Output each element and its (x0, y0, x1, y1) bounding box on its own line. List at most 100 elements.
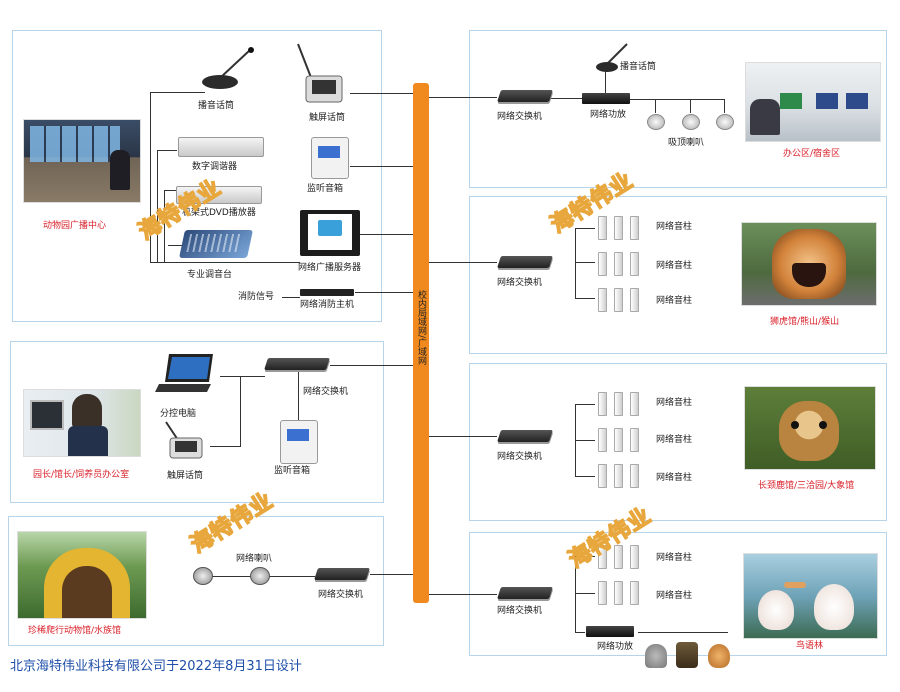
rare-zone-title: 珍稀爬行动物馆/水族馆 (28, 626, 122, 636)
dvd-player-icon (176, 186, 262, 204)
broadcast-server-icon (300, 210, 360, 256)
connector-line (168, 245, 182, 246)
sound-column-icon (598, 392, 607, 416)
zone1-mic-label: 播音话筒 (620, 62, 657, 72)
broadcast-server-label: 网络广播服务器 (298, 263, 362, 273)
zone3-title: 长颈鹿馆/三洽园/大象馆 (758, 481, 855, 491)
zone3-switch-label: 网络交换机 (497, 452, 543, 462)
control-room-photo (23, 119, 141, 203)
connector-line (429, 436, 497, 437)
sound-column-icon (598, 545, 607, 569)
connector-line (282, 297, 300, 298)
connector-line (150, 92, 205, 93)
sound-column-icon (598, 288, 607, 312)
zone3-column-label: 网络音柱 (656, 473, 693, 483)
sound-column-icon (614, 288, 623, 312)
footer-credit: 北京海特伟业科技有限公司于2022年8月31日设计 (10, 659, 302, 674)
connector-line (210, 446, 241, 447)
horn-label: 网络喇叭 (236, 554, 273, 564)
sound-column-icon (630, 428, 639, 452)
sound-column-icon (630, 288, 639, 312)
connector-line (370, 574, 413, 575)
sound-column-icon (630, 216, 639, 240)
connector-line (157, 150, 158, 262)
connector-line (355, 292, 413, 293)
giraffe-hall-photo (744, 386, 876, 470)
connector-line (690, 99, 691, 113)
zone4-column-label: 网络音柱 (656, 591, 693, 601)
connector-line (150, 92, 151, 262)
sound-column-icon (614, 545, 623, 569)
zone2-column-label: 网络音柱 (656, 261, 693, 271)
reptile-hall-photo (17, 531, 147, 619)
sound-column-icon (614, 428, 623, 452)
connector-line (575, 404, 595, 405)
connector-line (350, 166, 413, 167)
touch-mic-label: 触屏话筒 (309, 113, 346, 123)
network-horn-icon (250, 567, 270, 585)
connector-line (575, 556, 576, 632)
lawn-speaker-icon (676, 642, 698, 668)
monitor-speaker-icon (311, 137, 349, 179)
monitor-speaker-label: 监听音箱 (307, 184, 344, 194)
connector-line (575, 556, 595, 557)
sound-column-icon (630, 392, 639, 416)
ceiling-speaker-icon (682, 114, 700, 130)
zone4-amp-label: 网络功放 (597, 642, 634, 652)
zone2-column-label: 网络音柱 (656, 222, 693, 232)
zone1-switch-label: 网络交换机 (497, 112, 543, 122)
connector-line (429, 594, 497, 595)
touch-mic-icon (292, 40, 352, 104)
sound-column-icon (598, 216, 607, 240)
gooseneck-mic-icon (198, 46, 258, 92)
digital-tuner-icon (178, 137, 264, 157)
connector-line (330, 365, 413, 366)
zone3-column-label: 网络音柱 (656, 435, 693, 445)
connector-line (575, 476, 595, 477)
zone1-speaker-label: 吸顶喇叭 (668, 138, 705, 148)
sound-column-icon (630, 464, 639, 488)
office-switch-label: 网络交换机 (303, 387, 349, 397)
connector-line (575, 262, 595, 263)
fire-signal-label: 消防信号 (238, 292, 275, 302)
zone2-switch-label: 网络交换机 (497, 278, 543, 288)
network-backbone (413, 83, 429, 603)
network-horn-icon (193, 567, 213, 585)
sound-column-icon (630, 252, 639, 276)
office-touch-mic-icon (160, 420, 212, 460)
ceiling-speaker-icon (647, 114, 665, 130)
connector-line (350, 93, 413, 94)
backbone-label: 校内局域网/广域网 (416, 290, 426, 366)
sound-column-icon (614, 216, 623, 240)
sound-column-icon (598, 252, 607, 276)
zone4-column-label: 网络音柱 (656, 553, 693, 563)
rare-switch-label: 网络交换机 (318, 590, 364, 600)
connector-line (360, 234, 413, 235)
connector-line (630, 99, 725, 100)
connector-line (164, 190, 176, 191)
rock-speaker-icon (645, 644, 667, 668)
connector-line (240, 376, 241, 446)
connector-line (220, 376, 265, 377)
zone1-amp-icon (582, 93, 630, 104)
office-area-photo (745, 62, 881, 142)
connector-line (575, 593, 595, 594)
ceiling-speaker-icon (716, 114, 734, 130)
sound-column-icon (614, 252, 623, 276)
zone4-title: 鸟语林 (796, 641, 824, 651)
connector-line (638, 632, 728, 633)
sound-column-icon (598, 581, 607, 605)
connector-line (655, 99, 656, 113)
sound-column-icon (598, 464, 607, 488)
connector-line (298, 372, 299, 422)
bird-forest-photo (743, 553, 878, 639)
connector-line (575, 440, 595, 441)
rare-switch-icon (314, 568, 370, 580)
sound-column-icon (630, 581, 639, 605)
zone1-switch-icon (497, 90, 553, 102)
zone1-amp-label: 网络功放 (590, 110, 627, 120)
pc-label: 分控电脑 (160, 409, 197, 419)
zone3-switch-icon (497, 430, 553, 442)
office-title: 园长/馆长/饲养员办公室 (33, 470, 130, 480)
connector-line (429, 262, 497, 263)
